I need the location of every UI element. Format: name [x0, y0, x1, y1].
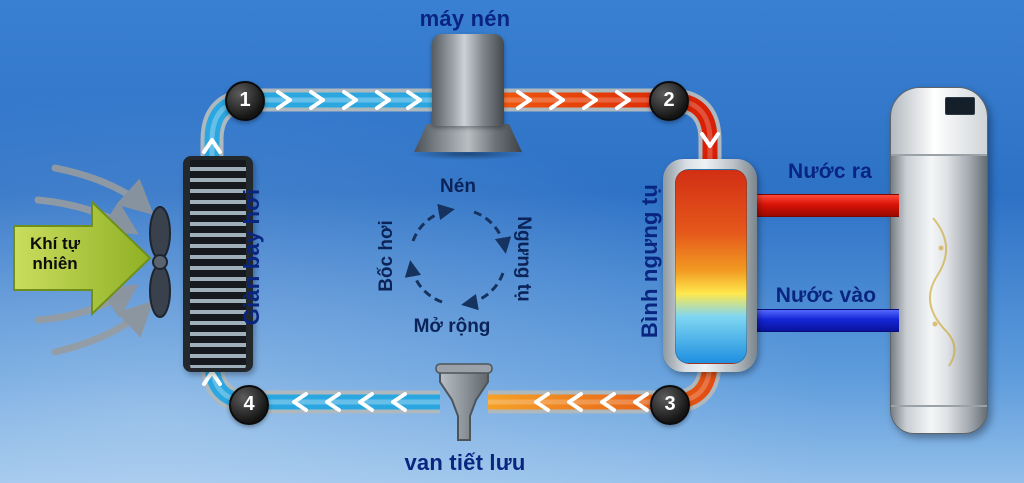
evaporator-coil — [183, 156, 253, 372]
cycle-label-compression: Nén — [440, 176, 476, 197]
air-flow-arrows — [34, 164, 154, 356]
step-badge-1: 1 — [225, 81, 265, 121]
step-badge-4: 4 — [229, 385, 269, 425]
compressor-label: máy nén — [419, 6, 511, 31]
tank-control-display — [945, 97, 975, 115]
expansion-valve-label: van tiết lưu — [404, 450, 526, 475]
cycle-label-evaporation: Bốc hơi — [376, 220, 397, 292]
condenser-tank — [663, 159, 757, 372]
water-tank — [890, 87, 988, 434]
tank-base-line — [891, 405, 987, 407]
water-out-label: Nước ra — [787, 160, 873, 183]
water-tank-top-cap — [891, 88, 987, 156]
compressor-body — [432, 34, 504, 126]
step-badge-2: 2 — [649, 81, 689, 121]
flow-chevrons — [202, 90, 720, 412]
fan-icon — [149, 206, 171, 318]
water-in-pipe — [753, 309, 899, 332]
tank-ornament — [929, 217, 956, 367]
condenser-gradient-core — [675, 169, 747, 364]
natural-air-arrow — [13, 199, 152, 317]
cycle-arrows — [404, 203, 512, 311]
expansion-valve-icon — [435, 363, 493, 441]
step-badge-3: 3 — [650, 385, 690, 425]
evaporator-label: Giàn bay hơi — [239, 188, 264, 326]
cycle-label-expansion: Mở rộng — [413, 316, 491, 337]
condenser-label: Bình ngưng tụ — [637, 183, 662, 339]
natural-air-label: Khí tự nhiên — [29, 234, 81, 273]
water-in-label: Nước vào — [775, 284, 877, 307]
compressor-base — [414, 124, 522, 152]
water-out-pipe — [753, 194, 899, 217]
cycle-label-condensation: Ngưng tụ — [513, 216, 534, 302]
